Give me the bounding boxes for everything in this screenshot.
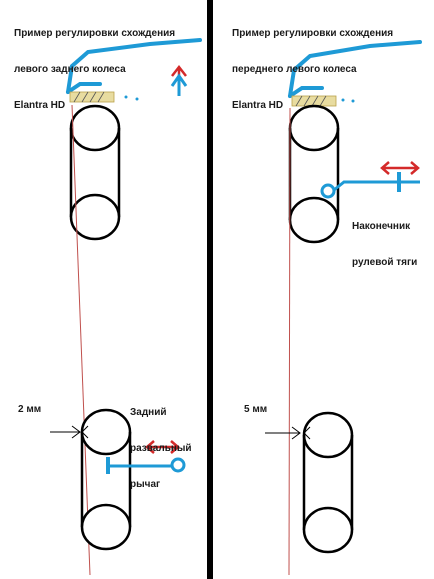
left-blue-up-arrow (170, 73, 188, 96)
right-hatch-lines (295, 95, 327, 107)
left-toe-axis-line (71, 104, 91, 576)
right-title: Пример регулировки схождения переднего л… (232, 4, 393, 136)
left-gap-label: 2 мм (18, 404, 42, 415)
right-gap-label: 5 мм (244, 404, 268, 415)
left-dot-2 (135, 97, 139, 101)
right-gap-indicator (265, 426, 311, 440)
right-bottom-wheel (302, 411, 354, 554)
right-title-line-1: Пример регулировки схождения (232, 28, 394, 39)
right-panel-drawing (265, 40, 422, 576)
left-part-label: Задний развальный рычаг (130, 383, 192, 515)
left-hatch-lines (73, 91, 105, 103)
right-part-line-2: рулевой тяги (352, 257, 418, 268)
left-dot (124, 95, 128, 99)
right-wheel-arch (288, 86, 324, 98)
left-part-line-3: рычаг (130, 479, 161, 490)
left-panel-drawing (50, 38, 202, 576)
left-part-line-1: Задний (130, 407, 167, 418)
left-red-double-arrow (145, 440, 180, 454)
left-bottom-wheel (80, 408, 132, 551)
panel-divider (207, 0, 213, 579)
right-part-line-1: Наконечник (352, 221, 411, 232)
left-title-line-1: Пример регулировки схождения (14, 28, 176, 39)
right-car-body-outline (288, 40, 422, 98)
right-title-line-3: Elantra HD (232, 100, 284, 111)
left-title-line-3: Elantra HD (14, 100, 66, 111)
left-part-line-2: развальный (130, 443, 192, 454)
right-red-double-arrow (380, 161, 420, 175)
right-title-line-2: переднего левого колеса (232, 64, 357, 75)
right-toe-axis-line (288, 107, 291, 576)
right-tie-rod-end (320, 172, 420, 199)
left-hub-hatch (69, 91, 115, 103)
left-title-line-2: левого заднего колеса (14, 64, 126, 75)
left-wheel-arch (66, 82, 102, 94)
right-dot-2 (351, 99, 355, 103)
right-part-label: Наконечник рулевой тяги (352, 197, 417, 293)
left-top-wheel (69, 104, 121, 241)
left-gap-indicator (50, 425, 89, 439)
left-car-body-outline (66, 38, 202, 94)
left-title: Пример регулировки схождения левого задн… (14, 4, 175, 136)
left-camber-arm (106, 457, 186, 474)
right-dot (341, 98, 345, 102)
